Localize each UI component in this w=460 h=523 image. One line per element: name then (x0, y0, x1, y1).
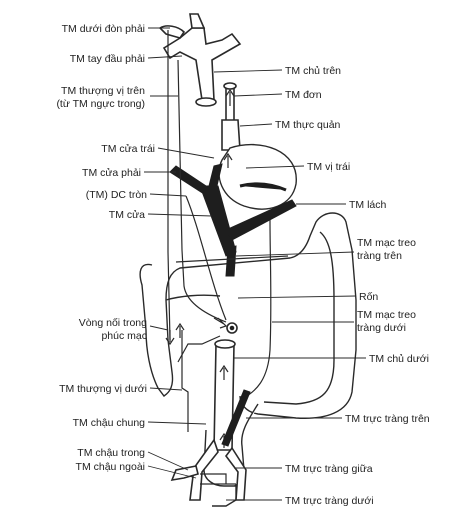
svc-opening (196, 98, 216, 106)
ivc-opening (215, 340, 235, 348)
leader-azygos (234, 94, 282, 96)
label-inferior-mesenteric-2: tràng dưới (357, 322, 406, 334)
leader-esophageal (240, 124, 272, 126)
label-left-portal: TM cửa trái (101, 143, 155, 155)
thoracic-epigastric-line (168, 30, 170, 340)
label-round-ligament: (TM) DC tròn (86, 189, 147, 201)
label-superior-vena-cava: TM chủ trên (285, 65, 341, 77)
anatomy-drawing (140, 14, 356, 506)
label-azygos: TM đơn (285, 89, 322, 101)
leader-common-iliac (148, 422, 206, 424)
label-superior-mesenteric: TM mạc treo (357, 237, 416, 249)
umbilicus-center (230, 326, 234, 330)
arrow-epigastric-up (176, 324, 184, 338)
label-splenic: TM lách (349, 199, 387, 211)
label-paraumbilical: Vòng nối trong (79, 317, 147, 329)
label-left-gastric: TM vị trái (307, 161, 350, 173)
labels-left: TM dưới đòn phải TM tay đầu phải TM thượ… (56, 23, 155, 473)
label-external-iliac: TM chậu ngoài (76, 461, 145, 473)
superior-mesenteric-vein (226, 246, 236, 276)
jugular-vein (190, 14, 204, 28)
label-middle-rectal: TM trực tràng giữa (285, 463, 373, 475)
leader-svc (214, 70, 282, 72)
label-inferior-vena-cava: TM chủ dưới (369, 353, 429, 365)
label-brachiocephalic: TM tay đầu phải (70, 53, 145, 65)
label-umbilicus: Rốn (359, 291, 378, 303)
azygos-opening (224, 83, 236, 89)
label-inferior-epigastric: TM thượng vị dưới (59, 383, 147, 395)
leader-portal (148, 214, 212, 216)
label-subclavian: TM dưới đòn phải (62, 23, 145, 35)
label-superior-epigastric-source: (từ TM ngực trong) (56, 98, 145, 110)
right-portal-branch (170, 166, 206, 194)
label-superior-mesenteric-2: tràng trên (357, 250, 402, 262)
label-esophageal: TM thực quản (275, 119, 341, 131)
leader-left-portal (158, 148, 214, 158)
label-paraumbilical-2: phúc mạc (101, 330, 147, 342)
label-portal: TM cửa (109, 209, 145, 221)
label-inferior-mesenteric: TM mạc treo (357, 309, 416, 321)
label-common-iliac: TM chậu chung (73, 417, 146, 429)
label-superior-rectal: TM trực tràng trên (345, 413, 430, 425)
label-superior-epigastric: TM thượng vị trên (61, 85, 145, 97)
label-inferior-rectal: TM trực tràng dưới (285, 495, 374, 507)
leader-brachiocephalic (148, 56, 182, 58)
label-right-portal: TM cửa phải (82, 167, 141, 179)
stomach (219, 145, 296, 209)
label-internal-iliac: TM chậu trong (77, 447, 145, 459)
